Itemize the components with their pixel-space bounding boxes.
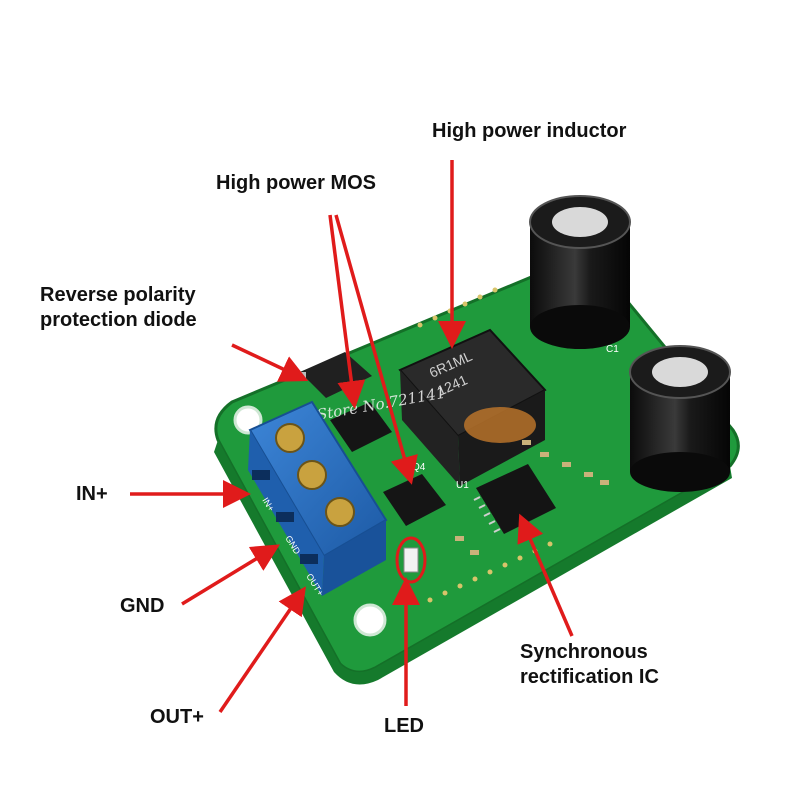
label-led: LED [384, 715, 424, 737]
terminal-screw [275, 423, 305, 453]
arrow-diode [231, 343, 309, 382]
terminal-block [248, 400, 388, 596]
arrow-ic [517, 513, 574, 637]
label-diode: Reverse polarity protection diode [40, 283, 197, 333]
u1-marking: U1 [456, 480, 469, 491]
label-ic-line-1: Synchronous [520, 641, 648, 663]
arrow-mos-2 [334, 214, 418, 485]
mos-chip [383, 474, 446, 526]
label-diode-line-1: Reverse polarity [40, 284, 196, 306]
label-ic: Synchronous rectification IC [520, 640, 659, 690]
inductor: 6R1ML 1241 [398, 328, 547, 486]
arrow-gnd [181, 544, 280, 606]
label-ic-line-2: rectification IC [520, 666, 659, 688]
mounting-hole [353, 603, 387, 637]
label-diode-line-2: protection diode [40, 309, 197, 331]
capacitor [529, 195, 631, 349]
q4-marking: Q4 [412, 462, 426, 473]
terminal-screw [325, 497, 355, 527]
label-gnd: GND [120, 595, 165, 617]
label-out-plus: OUT+ [150, 706, 204, 728]
capacitor [629, 345, 731, 492]
c1-marking: C1 [606, 344, 619, 355]
label-in-plus: IN+ [76, 483, 108, 505]
label-mos: High power MOS [216, 172, 376, 194]
arrow-out [218, 586, 306, 713]
mos-chip [330, 402, 392, 452]
arrow-mos-1 [328, 214, 366, 409]
mounting-hole [233, 405, 263, 435]
terminal-screw [297, 460, 327, 490]
label-inductor: High power inductor [432, 120, 627, 142]
